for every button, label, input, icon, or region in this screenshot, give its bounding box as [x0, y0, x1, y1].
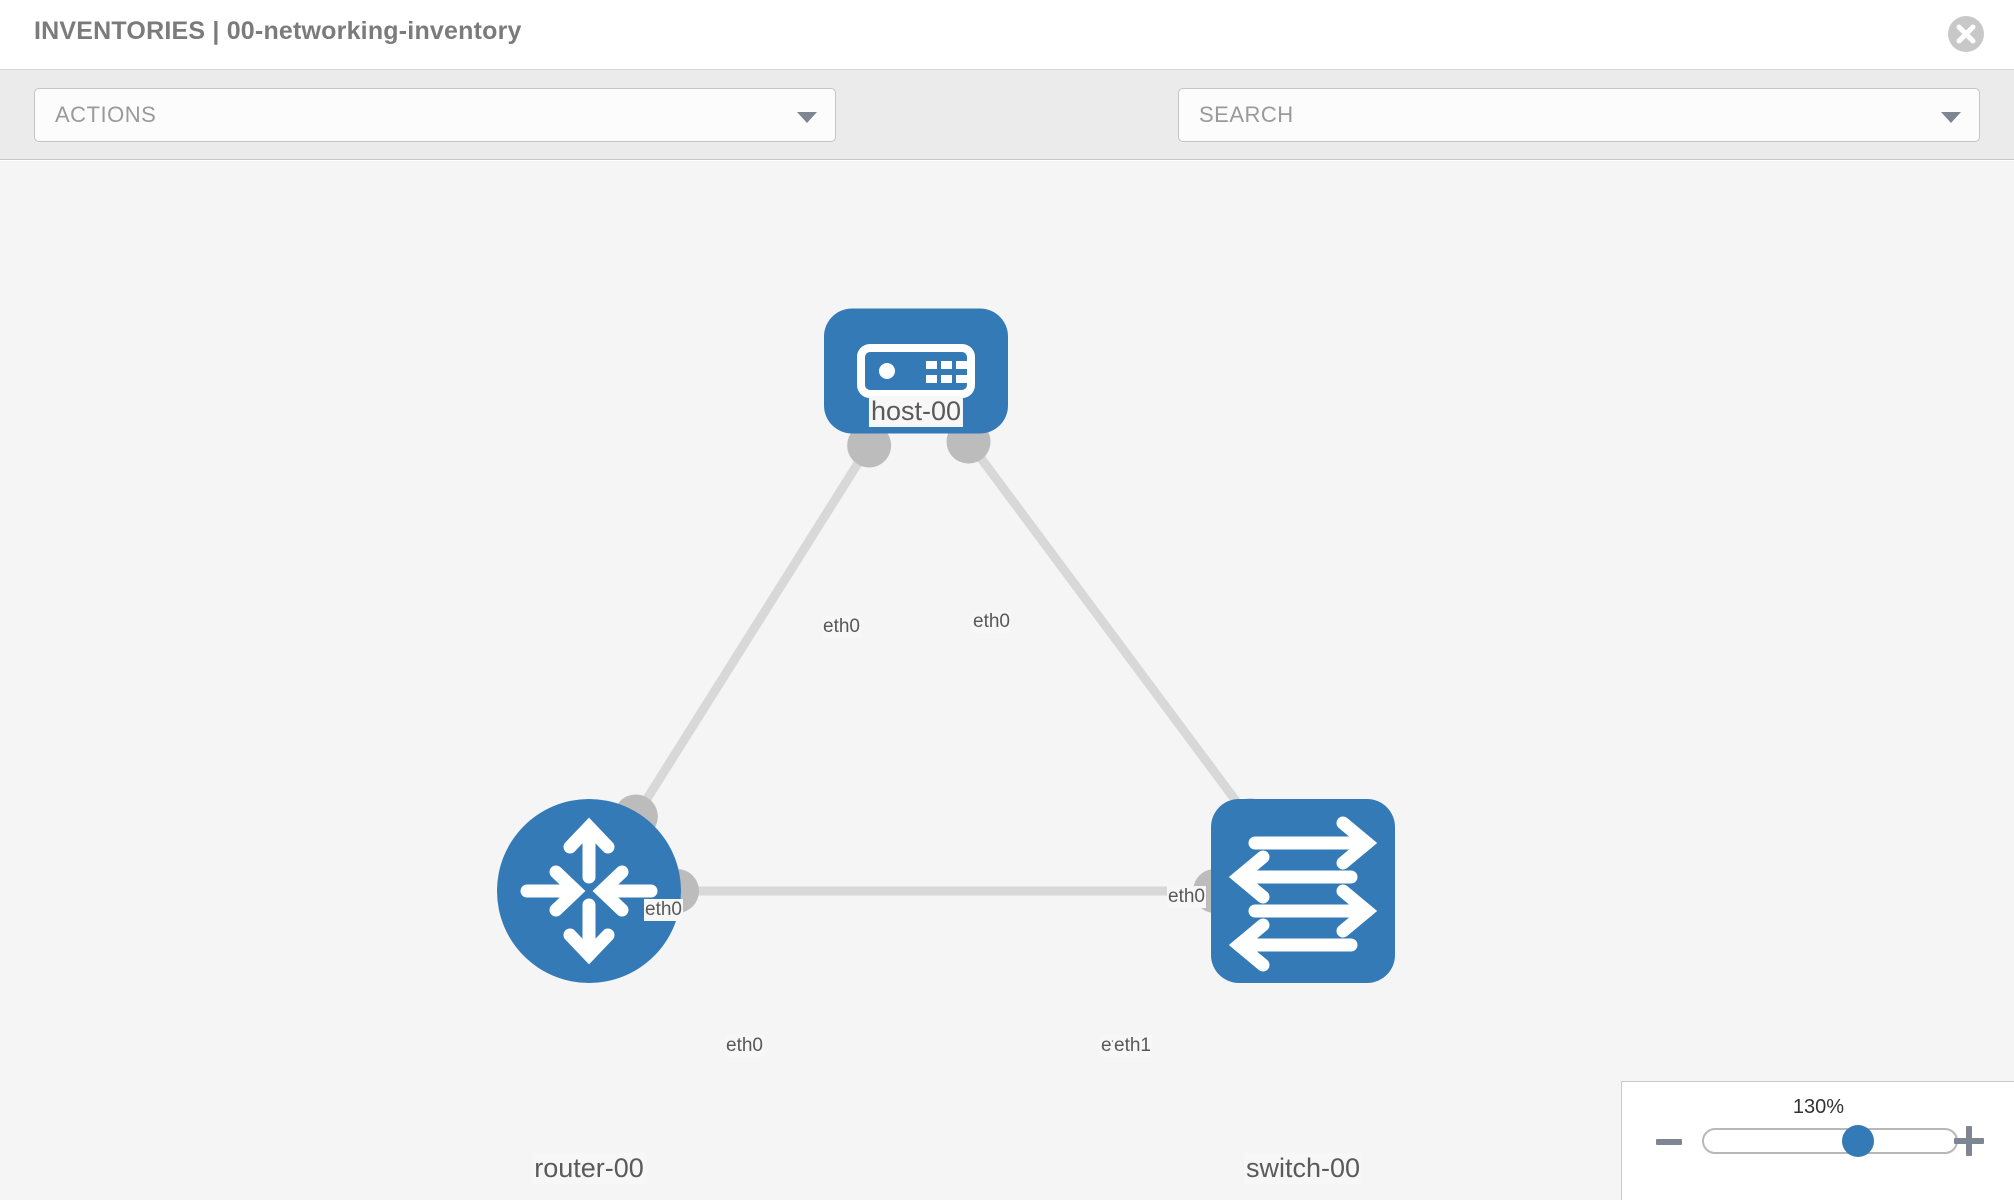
iface-label: eth0	[644, 899, 683, 921]
link-endpoint[interactable]	[847, 423, 892, 468]
zoom-level-value: 130%	[1792, 1096, 1845, 1118]
iface-label: eth0	[1167, 886, 1206, 908]
page-title: INVENTORIES | 00-networking-inventory	[34, 17, 522, 45]
endpoints-layer	[613, 419, 1273, 913]
actions-dropdown-label: ACTIONS	[55, 102, 157, 127]
search-input[interactable]: SEARCH	[1178, 88, 1980, 142]
toolbar: ACTIONS SEARCH	[0, 70, 2014, 201]
page-header: INVENTORIES | 00-networking-inventory	[0, 0, 2014, 70]
plus-icon[interactable]	[1954, 1126, 1984, 1156]
close-icon[interactable]	[1946, 14, 1986, 54]
zoom-control-panel: 130%	[1621, 1081, 2014, 1200]
zoom-slider-track[interactable]	[1702, 1128, 1958, 1154]
links-layer	[632, 438, 1255, 896]
topology-graph	[497, 308, 1395, 983]
node-label-router-00: router-00	[532, 1153, 646, 1184]
iface-label: eth0	[972, 611, 1011, 633]
zoom-slider-thumb[interactable]	[1842, 1125, 1875, 1157]
topology-node-switch-00[interactable]	[1211, 799, 1395, 983]
search-placeholder: SEARCH	[1199, 102, 1294, 127]
topology-canvas[interactable]: host-00 router-00 switch-00 eth0 eth0 et…	[0, 161, 2014, 1200]
iface-label: eth1	[1113, 1035, 1152, 1057]
topology-link[interactable]	[964, 438, 1255, 824]
minus-icon[interactable]	[1656, 1139, 1682, 1145]
actions-dropdown[interactable]: ACTIONS	[34, 88, 836, 142]
node-label-host-00: host-00	[868, 396, 964, 427]
iface-label: eth0	[822, 616, 861, 638]
chevron-down-icon	[797, 112, 817, 123]
node-label-switch-00: switch-00	[1243, 1153, 1363, 1184]
topology-link[interactable]	[632, 443, 873, 819]
iface-label: eth0	[725, 1035, 764, 1057]
chevron-down-icon	[1941, 112, 1961, 123]
topology-node-router-00[interactable]	[497, 799, 681, 983]
